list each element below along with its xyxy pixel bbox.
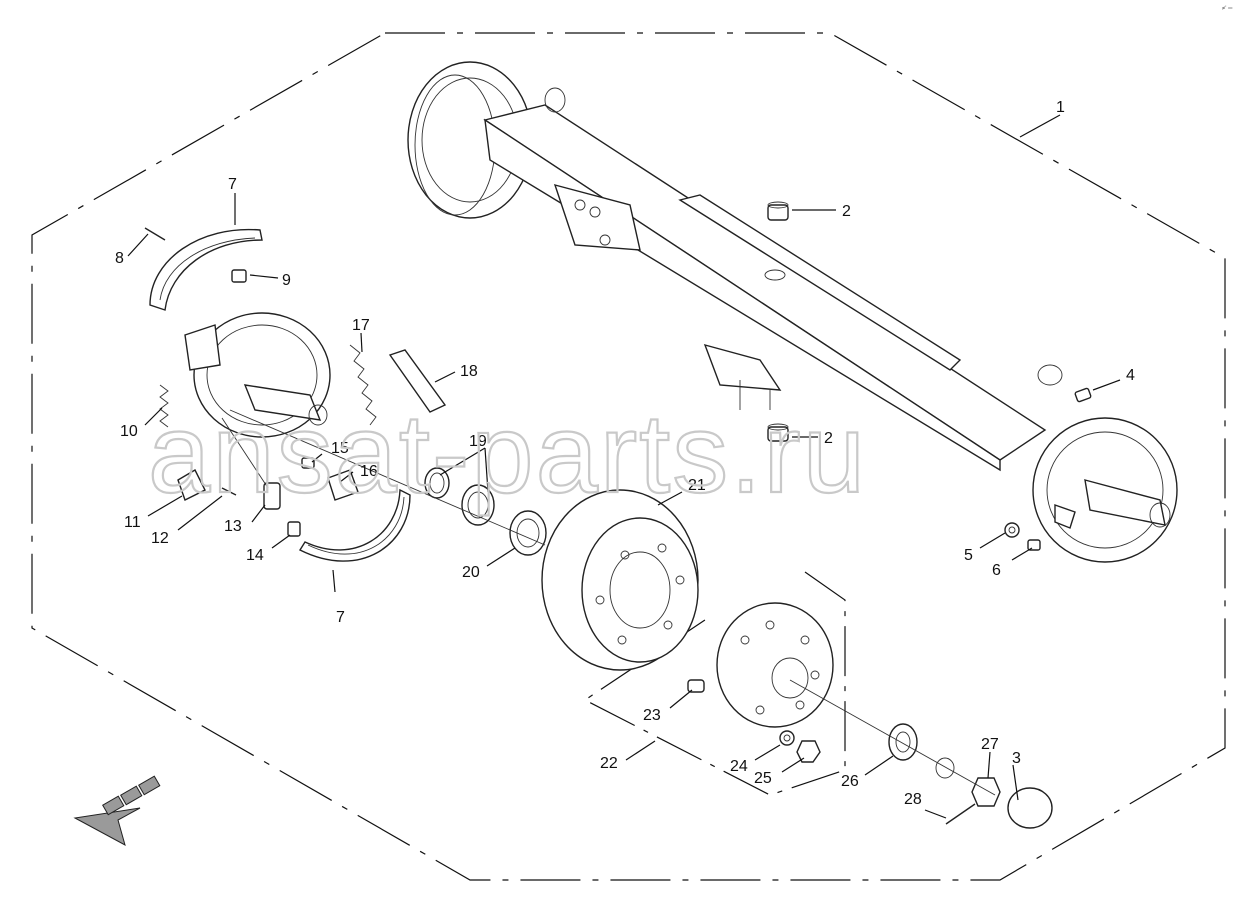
pin-8 [144,227,166,241]
lever-11 [177,469,206,501]
label-17: 17 [352,317,370,334]
label-27: 27 [981,736,999,753]
label-5: 5 [964,547,973,564]
seal-19b [461,484,495,526]
label-2-mid: 2 [824,430,833,447]
leader-lines [127,114,1121,819]
label-12: 12 [151,530,169,547]
cam-16 [327,469,359,501]
label-6: 6 [992,562,1001,579]
adjuster-18 [388,349,447,413]
assembly-axis-right [789,679,996,796]
nut-25 [796,740,821,763]
label-18: 18 [460,363,478,380]
label-26: 26 [841,773,859,790]
washer-24 [779,730,795,746]
clip-9 [231,269,247,283]
callout-labels: 1 2 2 3 4 5 6 7 7 8 9 10 11 12 13 14 15 … [115,99,1135,808]
spring-17 [349,344,377,426]
label-7-bottom: 7 [336,609,345,626]
cap-3 [1007,787,1053,829]
corner-mark: ≠' ═ [1222,6,1233,12]
label-14: 14 [246,547,264,564]
label-3: 3 [1012,750,1021,767]
direction-arrow-icon [73,775,161,846]
label-20: 20 [462,564,480,581]
label-24: 24 [730,758,748,775]
label-7-top: 7 [228,176,237,193]
bolt-4 [1074,387,1092,403]
label-16: 16 [360,463,378,480]
bushing-mid [767,423,789,442]
bearing-20 [509,510,547,556]
spring-10 [159,384,169,428]
brake-shoe-top [149,228,263,311]
label-21: 21 [688,477,706,494]
watermark-text: ansat-parts.ru [148,391,867,516]
label-22: 22 [600,755,618,772]
wheel-hub [716,602,834,728]
cotter-pin-28 [945,803,976,825]
brake-drum [541,489,699,671]
label-23: 23 [643,707,661,724]
bearing-26 [888,723,918,761]
label-2-top: 2 [842,203,851,220]
brake-shoe-bottom [298,488,411,562]
label-8: 8 [115,250,124,267]
label-11: 11 [124,514,141,531]
bushing-top [767,201,789,221]
washer-5 [1004,522,1020,538]
label-13: 13 [224,518,242,535]
brake-backing-plate [184,312,331,438]
label-10: 10 [120,423,138,440]
axle-housing [407,61,1178,563]
label-25: 25 [754,770,772,787]
bolt-14 [287,521,301,537]
assembly-axis-left [229,409,546,546]
stud-23 [687,679,705,693]
nipple-6 [1027,539,1041,551]
label-1: 1 [1056,99,1065,116]
label-9: 9 [282,272,291,289]
castle-nut-27 [971,777,1001,807]
label-28: 28 [904,791,922,808]
label-15: 15 [331,440,349,457]
label-19: 19 [469,433,487,450]
cylinder-13 [263,482,281,510]
washer-outer [935,757,955,779]
brake-rod [221,417,269,489]
nut-15 [301,457,315,469]
assembly-boundary [31,32,1226,881]
pin-12 [221,487,237,496]
seal-19a [424,467,450,499]
label-4: 4 [1126,367,1135,384]
